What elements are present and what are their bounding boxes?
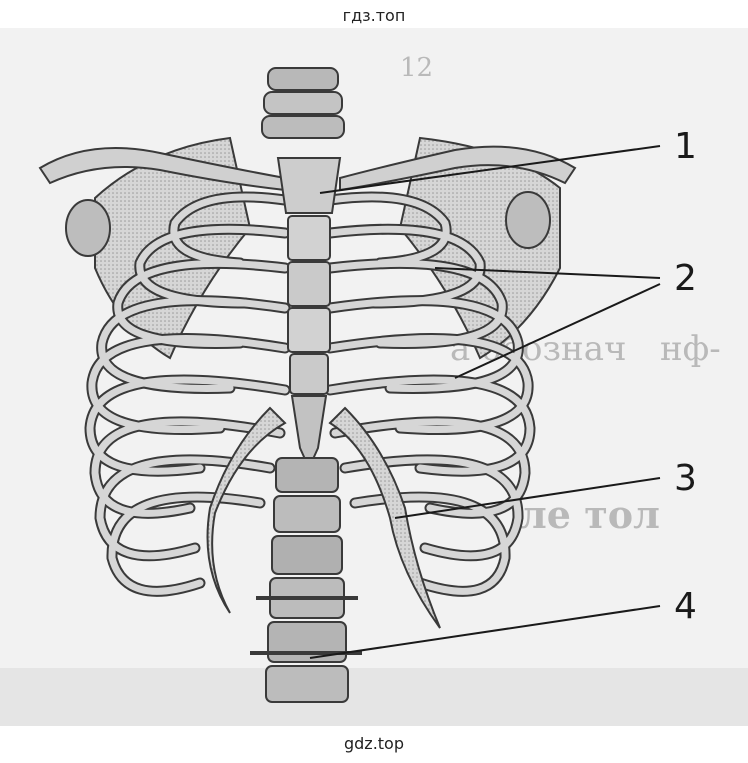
left-ribs-fill xyxy=(86,193,289,595)
right-clavicle xyxy=(339,145,577,192)
callout-1: 1 xyxy=(674,126,697,167)
leader-line-1 xyxy=(319,145,661,194)
left-shoulder-joint xyxy=(65,199,111,257)
leader-line-2b xyxy=(454,283,661,379)
callout-3: 3 xyxy=(674,458,697,499)
cervical-vertebrae xyxy=(261,67,345,139)
ghost-text-3: нф- xyxy=(660,329,721,369)
sternum xyxy=(276,157,342,471)
rib-cage-illustration: 12 а обознач нф- ле тол xyxy=(0,28,748,726)
callout-2: 2 xyxy=(674,258,697,299)
right-costal-cartilage xyxy=(328,406,441,629)
leader-line-2a xyxy=(434,267,661,279)
watermark-top: гдз.топ xyxy=(342,6,406,25)
watermark-bottom: gdz.top xyxy=(343,734,404,753)
leader-line-3 xyxy=(394,477,661,519)
page-background xyxy=(0,28,748,726)
leader-line-4 xyxy=(309,605,661,659)
leader-lines xyxy=(309,145,661,659)
callout-4: 4 xyxy=(674,586,697,627)
vertebral-column xyxy=(250,457,362,703)
left-costal-cartilage xyxy=(206,406,287,614)
rib-cage-figure: 12 а обознач нф- ле тол xyxy=(0,28,748,726)
right-ribs-fill xyxy=(326,193,534,595)
ghost-text-4: ле тол xyxy=(520,492,660,537)
page-shadow xyxy=(0,668,748,726)
ghost-text-1: 12 xyxy=(400,53,433,83)
right-shoulder-joint xyxy=(505,191,551,249)
